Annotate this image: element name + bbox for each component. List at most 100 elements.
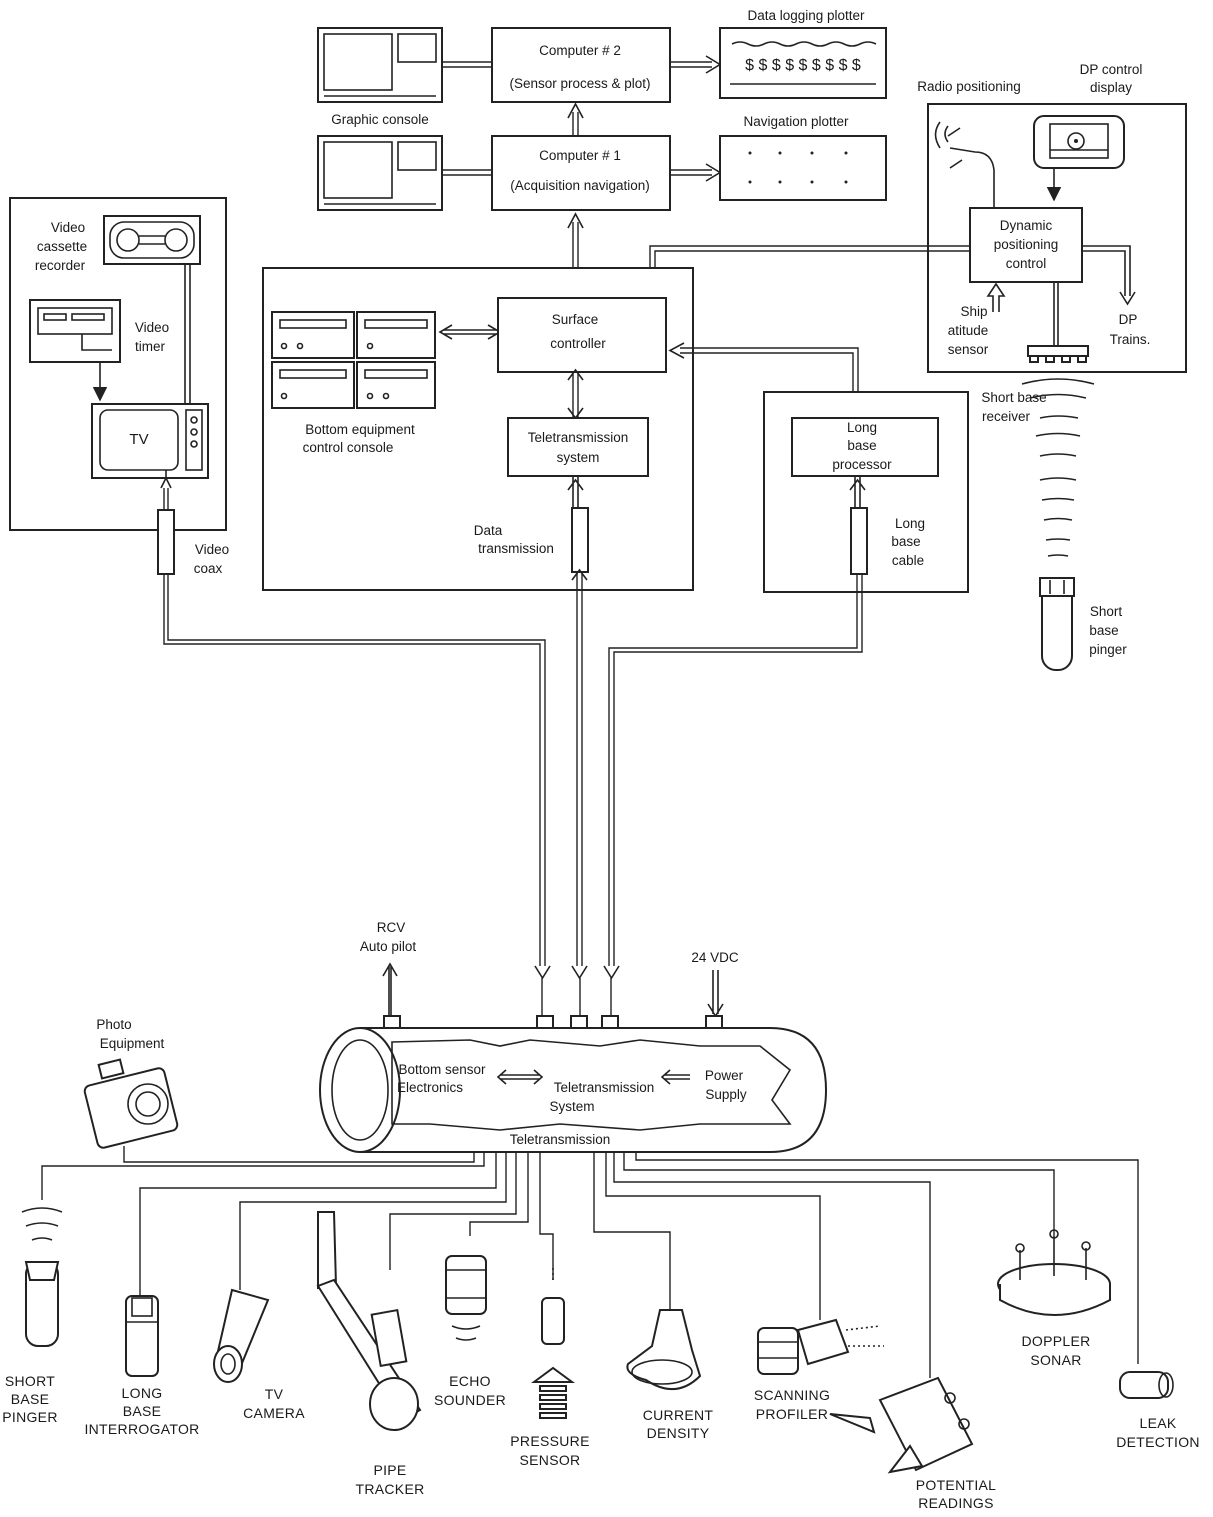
short-base-pinger-label-3: pinger xyxy=(1089,642,1127,657)
long-base-processor-label-3: processor xyxy=(832,457,892,472)
computer-1-label: Computer # 1 xyxy=(539,148,621,163)
video-coax-label-2: coax xyxy=(194,561,223,576)
current-density-icon xyxy=(626,1309,702,1391)
console-controller-link xyxy=(438,324,502,340)
computer-2-box xyxy=(491,27,671,103)
navigation-plotter xyxy=(719,135,887,201)
computer-1-box xyxy=(491,135,671,211)
long-base-interrogator-caption-1: LONG xyxy=(122,1385,163,1401)
scanning-profiler-caption-1: SCANNING xyxy=(754,1387,830,1403)
photo-equipment-label-1: Photo xyxy=(96,1017,131,1032)
teletransmission-system-box xyxy=(507,417,649,477)
data-transmission-label-2: transmission xyxy=(478,541,554,556)
short-base-pinger-caption-1: SHORT xyxy=(5,1373,55,1389)
computer-2-sublabel: (Sensor process & plot) xyxy=(509,76,650,91)
doppler-sonar-icon xyxy=(997,1229,1111,1316)
long-base-cable-label-2: base xyxy=(891,534,920,549)
attitude-arrow xyxy=(986,282,1006,312)
vcr-label-3: recorder xyxy=(35,258,86,273)
rcv-vehicle-body xyxy=(319,1027,828,1153)
current-density-caption-2: DENSITY xyxy=(647,1425,710,1441)
scanning-profiler-caption-2: PROFILER xyxy=(756,1406,828,1422)
plot-trace-glyphs: $ $ $ $ $ $ $ $ $ xyxy=(745,57,861,74)
pipe-tracker-caption-1: PIPE xyxy=(373,1462,406,1478)
ship-attitude-label-3: sensor xyxy=(948,342,989,357)
vehicle-connectors xyxy=(383,978,723,1029)
sensor-labels: SHORT BASE PINGER LONG BASE INTERROGATOR… xyxy=(2,1333,1200,1511)
bottom-console-label-1: Bottom equipment xyxy=(305,422,415,437)
console-computer-links xyxy=(442,61,492,176)
video-coax-label-1: Video xyxy=(195,542,229,557)
ship-attitude-label-2: atitude xyxy=(948,323,989,338)
power-24vdc-label: 24 VDC xyxy=(691,950,739,965)
dp-control-box xyxy=(969,207,1083,283)
video-coax-connector xyxy=(157,509,175,575)
bottom-sensor-label-2: Electronics xyxy=(397,1080,463,1095)
long-base-cable-label-3: cable xyxy=(892,553,924,568)
power-supply-label-1: Power xyxy=(705,1068,744,1083)
computer-plotter-arrows xyxy=(670,55,722,182)
long-base-cable-connector xyxy=(850,507,868,575)
teletransmission-label-2: system xyxy=(557,450,600,465)
dp-trains-label-1: DP xyxy=(1119,312,1138,327)
short-base-pinger-sensor-icon xyxy=(21,1207,63,1347)
pressure-sensor-caption-2: SENSOR xyxy=(520,1452,581,1468)
graphic-console-1 xyxy=(317,135,443,211)
surface-controller-label-1: Surface xyxy=(552,312,599,327)
pipe-tracker-caption-2: TRACKER xyxy=(356,1481,425,1497)
long-base-interrogator-caption-3: INTERROGATOR xyxy=(84,1421,199,1437)
dp-display-label-1: DP control xyxy=(1080,62,1143,77)
tv-label: TV xyxy=(129,431,148,448)
main-cables xyxy=(163,572,863,966)
pressure-sensor-caption-1: PRESSURE xyxy=(510,1433,589,1449)
short-base-receiver-label-2: receiver xyxy=(982,409,1031,424)
acoustic-waves xyxy=(1021,378,1095,557)
long-base-interrogator-icon xyxy=(125,1295,159,1377)
data-logging-plotter-label: Data logging plotter xyxy=(747,8,865,23)
navigation-plot-dots xyxy=(748,151,848,184)
leak-detection-caption-2: DETECTION xyxy=(1116,1434,1200,1450)
tv-camera-sensor-icon xyxy=(213,1288,270,1383)
navigation-plotter-label: Navigation plotter xyxy=(743,114,849,129)
pressure-sensor-icon xyxy=(530,1268,576,1419)
short-base-pinger-caption-2: BASE xyxy=(11,1391,50,1407)
camera-icon xyxy=(83,1058,179,1149)
photo-equipment-label-2: Equipment xyxy=(100,1036,165,1051)
potential-readings-caption-2: READINGS xyxy=(918,1495,994,1511)
dp-control-label-3: control xyxy=(1006,256,1047,271)
vcr-label-2: cassette xyxy=(37,239,87,254)
dp-control-label-1: Dynamic xyxy=(1000,218,1053,233)
dp-control-display-icon xyxy=(1033,115,1125,169)
autopilot-arrow xyxy=(382,962,398,1016)
echo-sounder-caption-1: ECHO xyxy=(449,1373,491,1389)
short-base-receiver-label-1: Short base xyxy=(981,390,1046,405)
short-base-pinger-label-1: Short xyxy=(1090,604,1123,619)
tv-camera-caption-1: TV xyxy=(265,1386,284,1402)
dp-display-label-2: display xyxy=(1090,80,1132,95)
surface-controller-label-2: controller xyxy=(550,336,606,351)
rcv-label-1: RCV xyxy=(377,920,406,935)
teletransmission-system-label-1: Teletransmission xyxy=(554,1080,655,1095)
doppler-sonar-caption-1: DOPPLER xyxy=(1021,1333,1090,1349)
scanning-profiler-icon xyxy=(757,1318,884,1375)
graphic-console-label: Graphic console xyxy=(331,112,429,127)
long-base-cable-label-1: Long xyxy=(895,516,925,531)
long-base-processor-box xyxy=(791,417,939,477)
rcv-label-2: Auto pilot xyxy=(360,939,417,954)
doppler-sonar-caption-2: SONAR xyxy=(1030,1352,1081,1368)
short-base-pinger-caption-3: PINGER xyxy=(2,1409,57,1425)
echo-sounder-caption-2: SOUNDER xyxy=(434,1392,506,1408)
short-base-pinger-icon xyxy=(1039,577,1075,671)
current-density-caption-1: CURRENT xyxy=(643,1407,714,1423)
dp-trains-label-2: Trains. xyxy=(1110,332,1151,347)
potential-readings-caption-1: POTENTIAL xyxy=(916,1477,997,1493)
graphic-console-2 xyxy=(317,27,443,103)
radio-antenna-icon xyxy=(934,121,995,208)
echo-sounder-icon xyxy=(445,1255,487,1341)
dp-trains-arrow xyxy=(1119,291,1136,306)
long-base-interrogator-caption-2: BASE xyxy=(123,1403,162,1419)
computer-1-sublabel: (Acquisition navigation) xyxy=(510,178,650,193)
data-transmission-connector xyxy=(571,507,589,573)
